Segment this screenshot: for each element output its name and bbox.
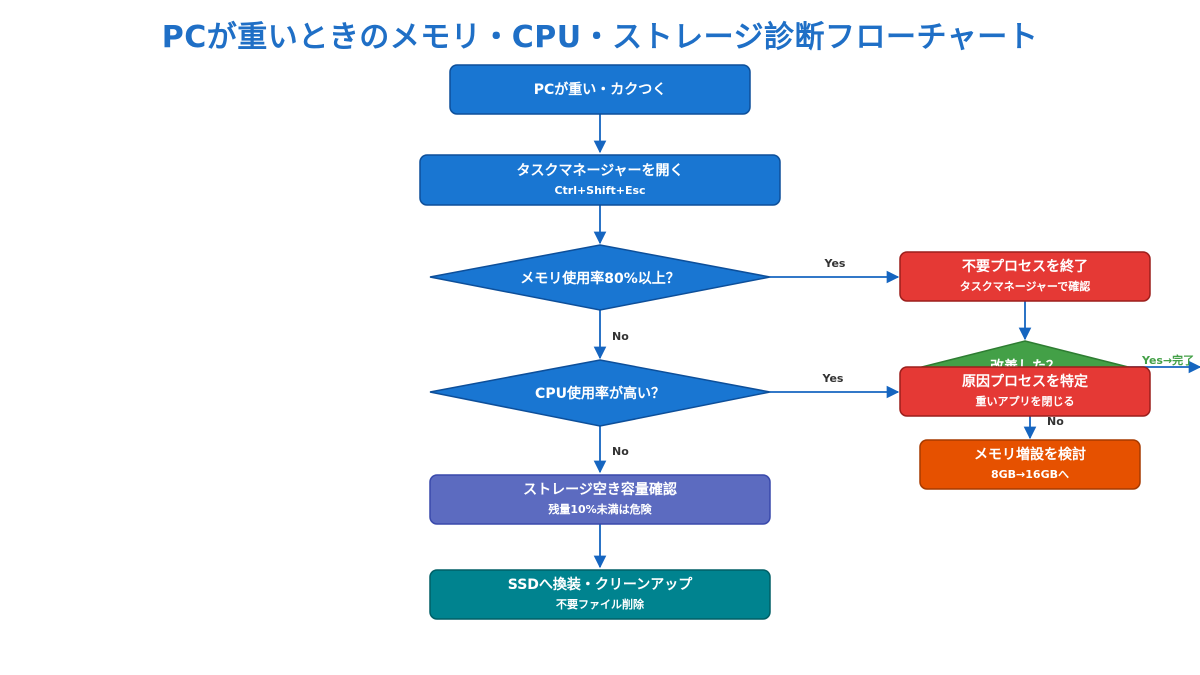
page-title: PCが重いときのメモリ・CPU・ストレージ診断フローチャート [161,20,1039,55]
node-taskmgr-label: タスクマネージャーを開く [516,163,683,179]
node-identify-label: 原因プロセスを特定 [962,373,1088,390]
node-add-mem: メモリ増設を検討 8GB→16GBへ [919,439,1141,490]
node-mem-check-label: メモリ使用率80%以上？ [520,270,680,287]
edge-label-cpu-no: No [612,445,629,458]
edge-label-improved-yes: Yes→完了 [1141,353,1194,367]
node-kill-proc: 不要プロセスを終了 タスクマネージャーで確認 [899,251,1151,302]
edge-label-mem-no: No [612,330,629,343]
node-storage: ストレージ空き容量確認 残量10%未満は危険 [429,474,771,525]
edge-label-cpu-yes: Yes [822,372,844,385]
node-taskmgr: タスクマネージャーを開く Ctrl+Shift+Esc [419,154,781,206]
node-taskmgr-sub: Ctrl+Shift+Esc [554,184,645,197]
node-ssd-label: SSDへ換装・クリーンアップ [508,576,693,593]
node-start: PCが重い・カクつく [449,64,751,115]
node-identify-sub: 重いアプリを閉じる [976,394,1075,408]
node-ssd-sub: 不要ファイル削除 [556,597,645,611]
node-kill-proc-label: 不要プロセスを終了 [962,258,1088,275]
node-start-label: PCが重い・カクつく [534,81,667,98]
node-cpu-check-label: CPU使用率が高い？ [535,385,665,402]
node-kill-proc-sub: タスクマネージャーで確認 [960,279,1091,293]
node-add-mem-label: メモリ増設を検討 [974,446,1086,463]
node-mem-check: メモリ使用率80%以上？ [429,244,771,311]
node-storage-label: ストレージ空き容量確認 [523,481,677,498]
node-cpu-check: CPU使用率が高い？ [429,359,771,427]
node-identify: 原因プロセスを特定 重いアプリを閉じる [899,366,1151,417]
node-ssd: SSDへ換装・クリーンアップ 不要ファイル削除 [429,569,771,620]
edge-label-mem-yes: Yes [824,257,846,270]
node-storage-sub: 残量10%未満は危険 [548,502,652,516]
node-add-mem-sub: 8GB→16GBへ [991,468,1069,481]
edge-label-improved-no: No [1047,415,1064,428]
